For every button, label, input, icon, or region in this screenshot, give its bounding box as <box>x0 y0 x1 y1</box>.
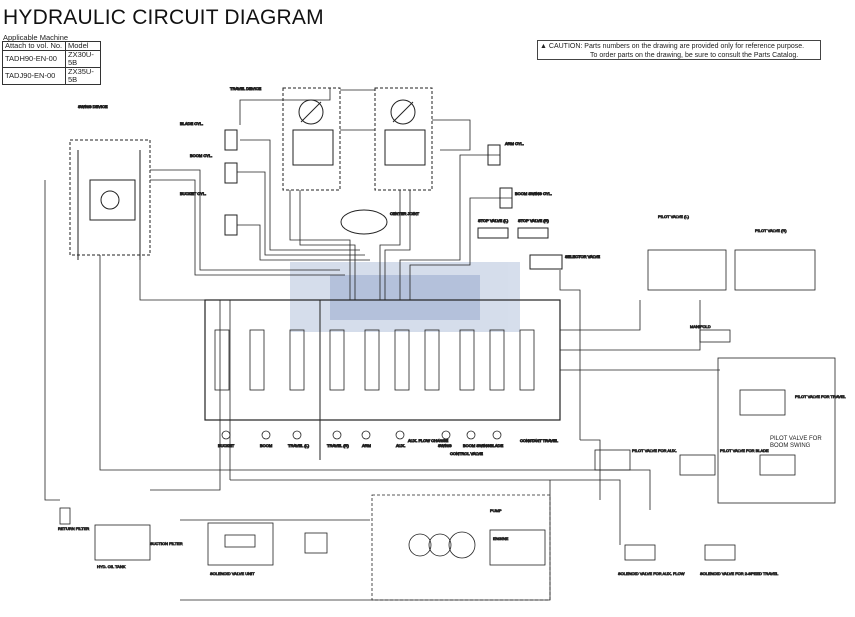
spool-label: BUCKET <box>218 443 235 448</box>
pump-engine: PUMP ENGINE <box>371 494 551 601</box>
center-joint: CENTER JOINT <box>340 209 420 235</box>
boom-swing-cyl-label: BOOM SWING CYL. <box>515 191 552 196</box>
blade-cyl-label: BLADE CYL. <box>180 121 203 126</box>
spool-label: SWING <box>438 443 452 448</box>
spool-label: BOOM SWING <box>463 443 490 448</box>
watermark-logo <box>290 262 520 332</box>
center-joint-label: CENTER JOINT <box>390 211 420 216</box>
spool-label: BLADE <box>490 443 503 448</box>
pump-label: PUMP <box>490 508 502 513</box>
applicable-machine-table: Attach to vol. No. Model TADH90-EN-00 ZX… <box>2 41 101 85</box>
table-row: TADJ90-EN-00 ZX35U-5B <box>2 67 101 85</box>
travel-device-label: TRAVEL DEVICE <box>230 86 261 91</box>
solenoid-valves-bottom: SOLENOID VALVE FOR AUX. FLOW SOLENOID VA… <box>618 544 779 576</box>
spool-label: AUX. FLOW CHANGE <box>408 438 449 443</box>
pilot-valves-upper: PILOT VALVE (L) PILOT VALVE (R) MANIFOLD <box>647 214 816 343</box>
spool-ports <box>221 430 502 440</box>
pilot-valve-aux-label: PILOT VALVE FOR AUX. <box>632 448 677 453</box>
pilot-valve-l-label: PILOT VALVE (L) <box>658 214 690 219</box>
spool-label: CONSTANT TRAVEL <box>520 438 559 443</box>
page-title: HYDRAULIC CIRCUIT DIAGRAM <box>3 6 324 29</box>
stop-valve-r-label: STOP VALVE (R) <box>518 218 549 223</box>
control-valve: CONTROL VALVE BUCKET BOOM TRAVEL (L) TRA… <box>204 299 561 460</box>
bucket-cyl-label: BUCKET CYL. <box>180 191 206 196</box>
solenoid-valve-unit: SOLENOID VALVE UNIT <box>207 522 328 576</box>
suction-filter-label: SUCTION FILTER <box>150 541 183 546</box>
boom-cyl-label: BOOM CYL. <box>190 153 212 158</box>
solenoid-valve-travel-label: SOLENOID VALVE FOR 2-SPEED TRAVEL <box>700 571 779 576</box>
spool-label: TRAVEL (R) <box>327 443 349 448</box>
spool-label: AUX. <box>396 443 405 448</box>
hyd-oil-tank-label: HYD. OIL TANK <box>97 564 126 569</box>
stop-valves: STOP VALVE (L) STOP VALVE (R) SELECTOR V… <box>477 218 601 270</box>
pilot-valves-lower: PILOT VALVE FOR TRAVEL PILOT VALVE FOR A… <box>594 357 847 504</box>
cylinders: BLADE CYL. BOOM CYL. BUCKET CYL. ARM CYL… <box>180 121 552 236</box>
stop-valve-l-label: STOP VALVE (L) <box>478 218 509 223</box>
warning-triangle-icon: ▲ <box>540 43 547 50</box>
swing-device-label: SWING DEVICE <box>78 104 108 109</box>
return-filter-label: RETURN FILTER <box>58 526 89 531</box>
manifold-label: MANIFOLD <box>690 324 711 329</box>
arm-cyl-label: ARM CYL. <box>505 141 524 146</box>
pilot-valve-boom-swing-label: PILOT VALVE FOR BOOM SWING <box>770 436 832 450</box>
table-cell: ZX35U-5B <box>65 67 101 85</box>
spool-label: ARM <box>362 443 371 448</box>
spool-label: BOOM <box>260 443 272 448</box>
applicable-machine-label: Applicable Machine <box>3 33 69 42</box>
caution-line-1: CAUTION: Parts numbers on the drawing ar… <box>548 43 805 50</box>
caution-box: ▲ CAUTION: Parts numbers on the drawing … <box>537 40 821 60</box>
travel-motor-right <box>374 87 433 191</box>
pilot-valve-travel-label: PILOT VALVE FOR TRAVEL <box>795 394 847 399</box>
travel-motor-left: TRAVEL DEVICE <box>230 86 341 191</box>
spool-label: TRAVEL (L) <box>288 443 310 448</box>
solenoid-valve-unit-label: SOLENOID VALVE UNIT <box>210 571 255 576</box>
pilot-valve-r-label: PILOT VALVE (R) <box>755 228 787 233</box>
engine-label: ENGINE <box>493 536 509 541</box>
selector-valve-label: SELECTOR VALVE <box>565 254 600 259</box>
caution-line-2: To order parts on the drawing, be sure t… <box>590 52 799 59</box>
control-valve-label: CONTROL VALVE <box>450 451 483 456</box>
pilot-valve-blade-label: PILOT VALVE FOR BLADE <box>720 448 769 453</box>
swing-device: SWING DEVICE <box>69 104 151 260</box>
hose-lines <box>44 88 720 601</box>
hydraulic-tank: RETURN FILTER HYD. OIL TANK SUCTION FILT… <box>58 507 183 569</box>
solenoid-valve-aux-label: SOLENOID VALVE FOR AUX. FLOW <box>618 571 685 576</box>
